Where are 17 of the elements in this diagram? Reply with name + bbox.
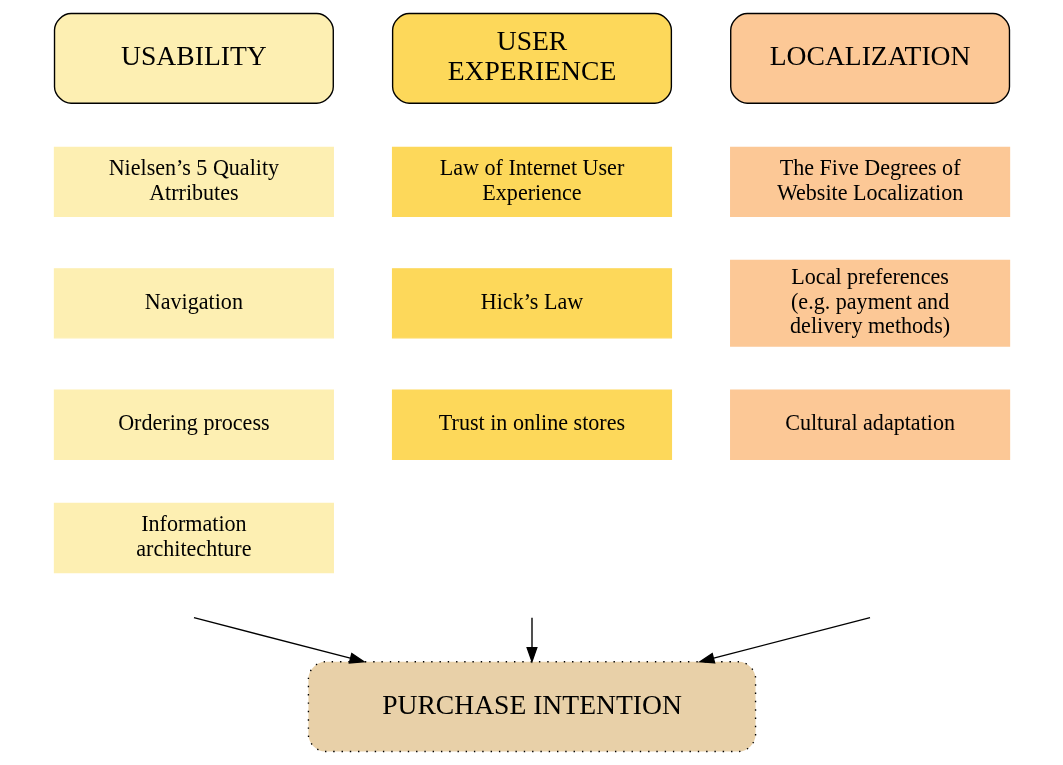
- node-box: Trust in online stores: [391, 389, 672, 460]
- node-box: USER EXPERIENCE: [391, 12, 672, 104]
- node-box: Information architechture: [53, 502, 334, 574]
- node-box: Local preferences (e.g. payment and delivery methods): [729, 259, 1010, 347]
- node-box: Law of Internet User Experience: [391, 146, 672, 218]
- node-box: Nielsen’s 5 Quality Atrributes: [53, 146, 334, 218]
- arrow: [697, 616, 871, 664]
- node-box: Cultural adaptation: [729, 389, 1010, 460]
- node-box: PURCHASE INTENTION: [307, 661, 756, 753]
- node-box: The Five Degrees of Website Localization: [729, 146, 1010, 218]
- arrow: [525, 616, 538, 664]
- node-box: USABILITY: [53, 12, 334, 104]
- node-box: Ordering process: [53, 389, 334, 460]
- node-box: LOCALIZATION: [729, 12, 1010, 104]
- arrow: [192, 616, 366, 664]
- node-box: Navigation: [53, 268, 334, 339]
- node-box: Hick’s Law: [391, 268, 672, 339]
